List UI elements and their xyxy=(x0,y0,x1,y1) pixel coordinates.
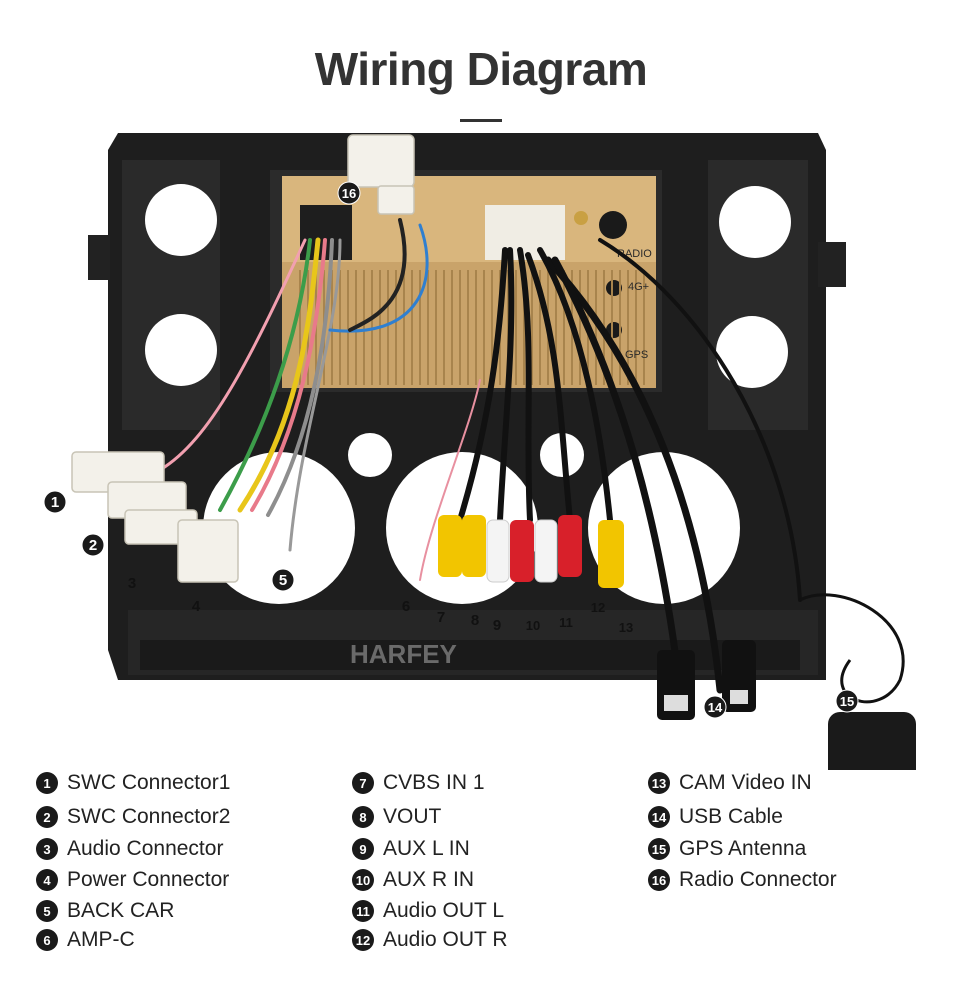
legend-item: 12 Audio OUT R xyxy=(352,928,508,952)
legend-label: GPS Antenna xyxy=(679,837,807,860)
legend-label: SWC Connector2 xyxy=(67,805,231,828)
callout-3: 3 xyxy=(128,575,136,592)
legend-number-badge: 4 xyxy=(36,869,58,891)
callout-6: 6 xyxy=(402,598,410,615)
legend-label: Power Connector xyxy=(67,868,230,891)
legend-item: 15 GPS Antenna xyxy=(648,837,806,861)
watermark: HARFEY xyxy=(350,639,457,669)
usb-plugs xyxy=(657,640,756,720)
callout-14: 14 xyxy=(703,695,727,719)
legend-number-badge: 16 xyxy=(648,869,670,891)
legend-label: Audio OUT R xyxy=(383,928,508,951)
legend-number-badge: 10 xyxy=(352,869,374,891)
legend-item: 8 VOUT xyxy=(352,805,441,829)
callout-15: 15 xyxy=(835,689,859,713)
callout-13: 13 xyxy=(619,620,633,635)
legend-label: AMP-C xyxy=(67,928,135,951)
legend-label: Radio Connector xyxy=(679,868,837,891)
callout-number: 2 xyxy=(89,537,97,554)
legend-item: 6 AMP-C xyxy=(36,928,135,952)
4g-port-label: 4G+ xyxy=(628,281,649,293)
callout-number: 14 xyxy=(708,700,723,715)
callout-1: 1 xyxy=(43,490,67,514)
legend-number-badge: 14 xyxy=(648,806,670,828)
callout-number: 16 xyxy=(342,186,356,201)
legend-number-badge: 13 xyxy=(648,772,670,794)
wiring-cables xyxy=(158,218,802,694)
legend-item: 5 BACK CAR xyxy=(36,899,174,923)
callout-number: 10 xyxy=(526,618,540,633)
legend-item: 2 SWC Connector2 xyxy=(36,805,230,829)
legend-number-badge: 6 xyxy=(36,929,58,951)
legend-item: 10 AUX R IN xyxy=(352,868,474,892)
legend-label: AUX L IN xyxy=(383,837,470,860)
legend-number-badge: 5 xyxy=(36,900,58,922)
legend-item: 7 CVBS IN 1 xyxy=(352,771,485,795)
legend-number-badge: 11 xyxy=(352,900,374,922)
callout-5: 5 xyxy=(271,568,295,592)
legend-item: 14 USB Cable xyxy=(648,805,783,829)
callout-12: 12 xyxy=(591,600,605,615)
callout-number: 11 xyxy=(559,615,573,630)
page-title: Wiring Diagram xyxy=(314,43,648,95)
legend-number-badge: 15 xyxy=(648,838,670,860)
wiring-photo: RADIO 4G+ GPS xyxy=(43,133,916,770)
legend-label: CAM Video IN xyxy=(679,771,812,794)
title-underline xyxy=(460,119,502,122)
callout-number: 15 xyxy=(840,694,854,709)
legend-label: Audio OUT L xyxy=(383,899,505,922)
legend-number-badge: 8 xyxy=(352,806,374,828)
callout-16: 16 xyxy=(337,181,361,205)
callout-number: 7 xyxy=(437,609,445,626)
legend-number-badge: 9 xyxy=(352,838,374,860)
callout-10: 10 xyxy=(526,618,540,633)
callout-4: 4 xyxy=(192,598,201,615)
callout-number: 4 xyxy=(192,598,201,615)
legend-item: 13 CAM Video IN xyxy=(648,771,812,795)
callout-7: 7 xyxy=(437,609,445,626)
callout-9: 9 xyxy=(493,617,501,634)
callout-number: 9 xyxy=(493,617,501,634)
callout-2: 2 xyxy=(81,533,105,557)
callout-number: 1 xyxy=(51,494,59,511)
legend-label: Audio Connector xyxy=(67,837,224,860)
legend-item: 3 Audio Connector xyxy=(36,837,223,861)
legend-number-badge: 1 xyxy=(36,772,58,794)
legend-label: SWC Connector1 xyxy=(67,771,231,794)
legend-label: BACK CAR xyxy=(67,899,175,922)
legend-number-badge: 7 xyxy=(352,772,374,794)
callout-number: 8 xyxy=(471,612,479,629)
callout-number: 3 xyxy=(128,575,136,592)
legend-label: VOUT xyxy=(383,805,442,828)
legend-item: 1 SWC Connector1 xyxy=(36,771,230,795)
legend-label: CVBS IN 1 xyxy=(383,771,485,794)
callout-number: 6 xyxy=(402,598,410,615)
callout-8: 8 xyxy=(471,612,479,629)
callout-number: 13 xyxy=(619,620,633,635)
gps-port-label: GPS xyxy=(625,349,648,361)
callout-number: 12 xyxy=(591,600,605,615)
legend-number-badge: 2 xyxy=(36,806,58,828)
legend-number-badge: 12 xyxy=(352,929,374,951)
callout-11: 11 xyxy=(559,615,573,630)
legend-number-badge: 3 xyxy=(36,838,58,860)
legend-item: 4 Power Connector xyxy=(36,868,229,892)
legend-label: USB Cable xyxy=(679,805,783,828)
legend-label: AUX R IN xyxy=(383,868,475,891)
legend-item: 11 Audio OUT L xyxy=(352,899,504,923)
callout-number: 5 xyxy=(279,572,287,589)
rca-plugs xyxy=(438,515,624,588)
connector-bundle xyxy=(71,134,415,583)
legend-item: 9 AUX L IN xyxy=(352,837,470,861)
legend-item: 16 Radio Connector xyxy=(648,868,837,892)
